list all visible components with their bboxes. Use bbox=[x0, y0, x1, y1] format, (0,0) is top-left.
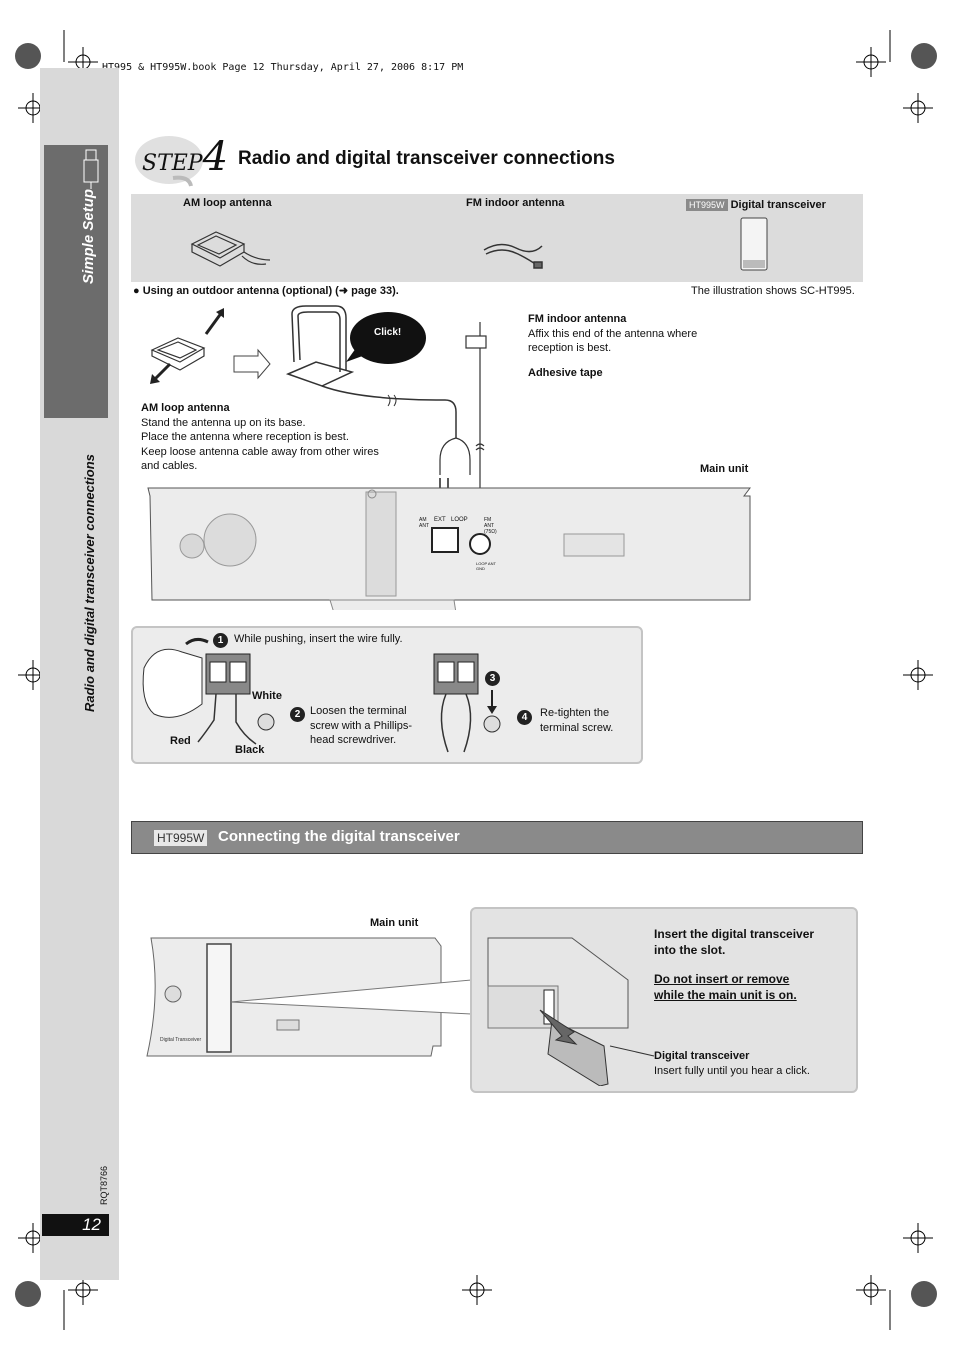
insert-instruction: Insert the digital transceiver into the … bbox=[654, 926, 814, 958]
fm-callout-line-2: reception is best. bbox=[528, 342, 612, 354]
wiring-step-4-line-2: terminal screw. bbox=[540, 721, 614, 734]
outdoor-antenna-note: ● Using an outdoor antenna (optional) (➜… bbox=[133, 285, 399, 297]
wiring-step-4: Re-tighten the terminal screw. bbox=[540, 706, 613, 735]
insert-warning-line-1: Do not insert or remove bbox=[654, 972, 790, 986]
illustration-note: The illustration shows SC-HT995. bbox=[691, 285, 855, 297]
transceiver-component-label: HT995W Digital transceiver bbox=[686, 198, 826, 213]
transceiver-slot-label: Digital Transceiver bbox=[160, 1037, 202, 1043]
transceiver-callout-desc: Insert fully until you hear a click. bbox=[654, 1064, 810, 1077]
doc-code: RQT8766 bbox=[99, 1165, 109, 1205]
step-1-badge: 1 bbox=[213, 633, 228, 648]
wiring-step-4-line-1: Re-tighten the bbox=[540, 707, 610, 719]
main-unit-label: Main unit bbox=[700, 463, 749, 475]
step-label: STEP4 bbox=[142, 134, 228, 180]
fm-callout-title: FM indoor antenna bbox=[528, 313, 627, 325]
wiring-steps-illustration bbox=[142, 637, 501, 753]
wire-black-label: Black bbox=[235, 744, 265, 756]
antenna-plug-icon bbox=[83, 149, 99, 189]
am-callout-line-4: and cables. bbox=[141, 460, 198, 472]
click-text: Click! bbox=[374, 327, 402, 338]
insert-instruction-line-2: into the slot. bbox=[654, 943, 726, 957]
am-loop-antenna-illustration bbox=[190, 231, 271, 267]
adhesive-tape-label: Adhesive tape bbox=[528, 367, 603, 379]
step-swoosh-graphic bbox=[135, 136, 203, 187]
sidebar-section-label: Simple Setup bbox=[80, 188, 97, 284]
wire-red-label: Red bbox=[170, 735, 191, 747]
am-callout-line-1: Stand the antenna up on its base. bbox=[141, 416, 306, 429]
insert-warning: Do not insert or remove while the main u… bbox=[654, 971, 797, 1003]
wiring-step-2-line-3: head screwdriver. bbox=[310, 734, 397, 746]
main-unit-label-2: Main unit bbox=[370, 917, 419, 929]
click-bubble: Click! bbox=[374, 326, 424, 356]
digital-transceiver-illustration bbox=[740, 217, 768, 271]
print-header: HT995 & HT995W.book Page 12 Thursday, Ap… bbox=[102, 62, 464, 73]
fm-callout-line-1: Affix this end of the antenna where bbox=[528, 327, 698, 340]
model-tag: HT995W bbox=[686, 199, 728, 211]
wiring-step-2: Loosen the terminal screw with a Phillip… bbox=[310, 704, 412, 748]
fm-indoor-antenna-illustration bbox=[483, 243, 543, 269]
sidebar-section-tab bbox=[44, 145, 108, 418]
insert-warning-line-2: while the main unit is on. bbox=[654, 988, 797, 1002]
sidebar-topic-label: Radio and digital transceiver connection… bbox=[82, 454, 97, 712]
outdoor-antenna-note-text: Using an outdoor antenna (optional) (➜ p… bbox=[142, 285, 399, 297]
port-gnd-label: LOOP ANT GND bbox=[476, 561, 496, 571]
step-4-badge: 4 bbox=[517, 710, 532, 725]
section-title: Connecting the digital transceiver bbox=[218, 828, 460, 845]
step-prefix: STEP bbox=[142, 151, 203, 176]
wire-white-label: White bbox=[252, 690, 282, 702]
port-loop-label: LOOP bbox=[451, 517, 468, 523]
port-fm-label: FM ANT (75Ω) bbox=[484, 517, 497, 535]
am-antenna-callout: AM loop antenna Stand the antenna up on … bbox=[141, 401, 379, 474]
page-title: Radio and digital transceiver connection… bbox=[238, 148, 615, 169]
port-am-ant-label: AM ANT bbox=[419, 517, 429, 529]
step-number: 4 bbox=[202, 134, 229, 180]
antenna-connection-diagram bbox=[147, 305, 751, 610]
wiring-step-2-line-2: screw with a Phillips- bbox=[310, 719, 413, 732]
am-antenna-label: AM loop antenna bbox=[183, 197, 272, 209]
main-unit-rear-illustration bbox=[146, 937, 472, 1057]
am-callout-line-3: Keep loose antenna cable away from other… bbox=[141, 445, 379, 458]
wiring-step-1: While pushing, insert the wire fully. bbox=[234, 633, 403, 645]
fm-antenna-label: FM indoor antenna bbox=[466, 197, 565, 209]
section-model-tag: HT995W bbox=[154, 830, 208, 846]
step-2-badge: 2 bbox=[290, 707, 305, 722]
port-ext-label: EXT bbox=[434, 517, 446, 523]
transceiver-callout: Digital transceiver Insert fully until y… bbox=[654, 1049, 810, 1078]
wiring-step-2-line-1: Loosen the terminal bbox=[310, 705, 407, 717]
page-number: 12 bbox=[42, 1214, 109, 1236]
transceiver-label: Digital transceiver bbox=[730, 199, 826, 211]
callout-leader-line bbox=[609, 1045, 655, 1057]
am-callout-line-2: Place the antenna where reception is bes… bbox=[141, 431, 349, 443]
am-callout-title: AM loop antenna bbox=[141, 402, 230, 414]
transceiver-section-header: HT995W Connecting the digital transceive… bbox=[131, 821, 863, 854]
transceiver-insertion-illustration bbox=[487, 937, 629, 1086]
transceiver-callout-title: Digital transceiver bbox=[654, 1050, 750, 1062]
insert-instruction-line-1: Insert the digital transceiver bbox=[654, 927, 815, 941]
fm-antenna-callout: FM indoor antenna Affix this end of the … bbox=[528, 312, 697, 356]
step-3-badge: 3 bbox=[485, 671, 500, 686]
